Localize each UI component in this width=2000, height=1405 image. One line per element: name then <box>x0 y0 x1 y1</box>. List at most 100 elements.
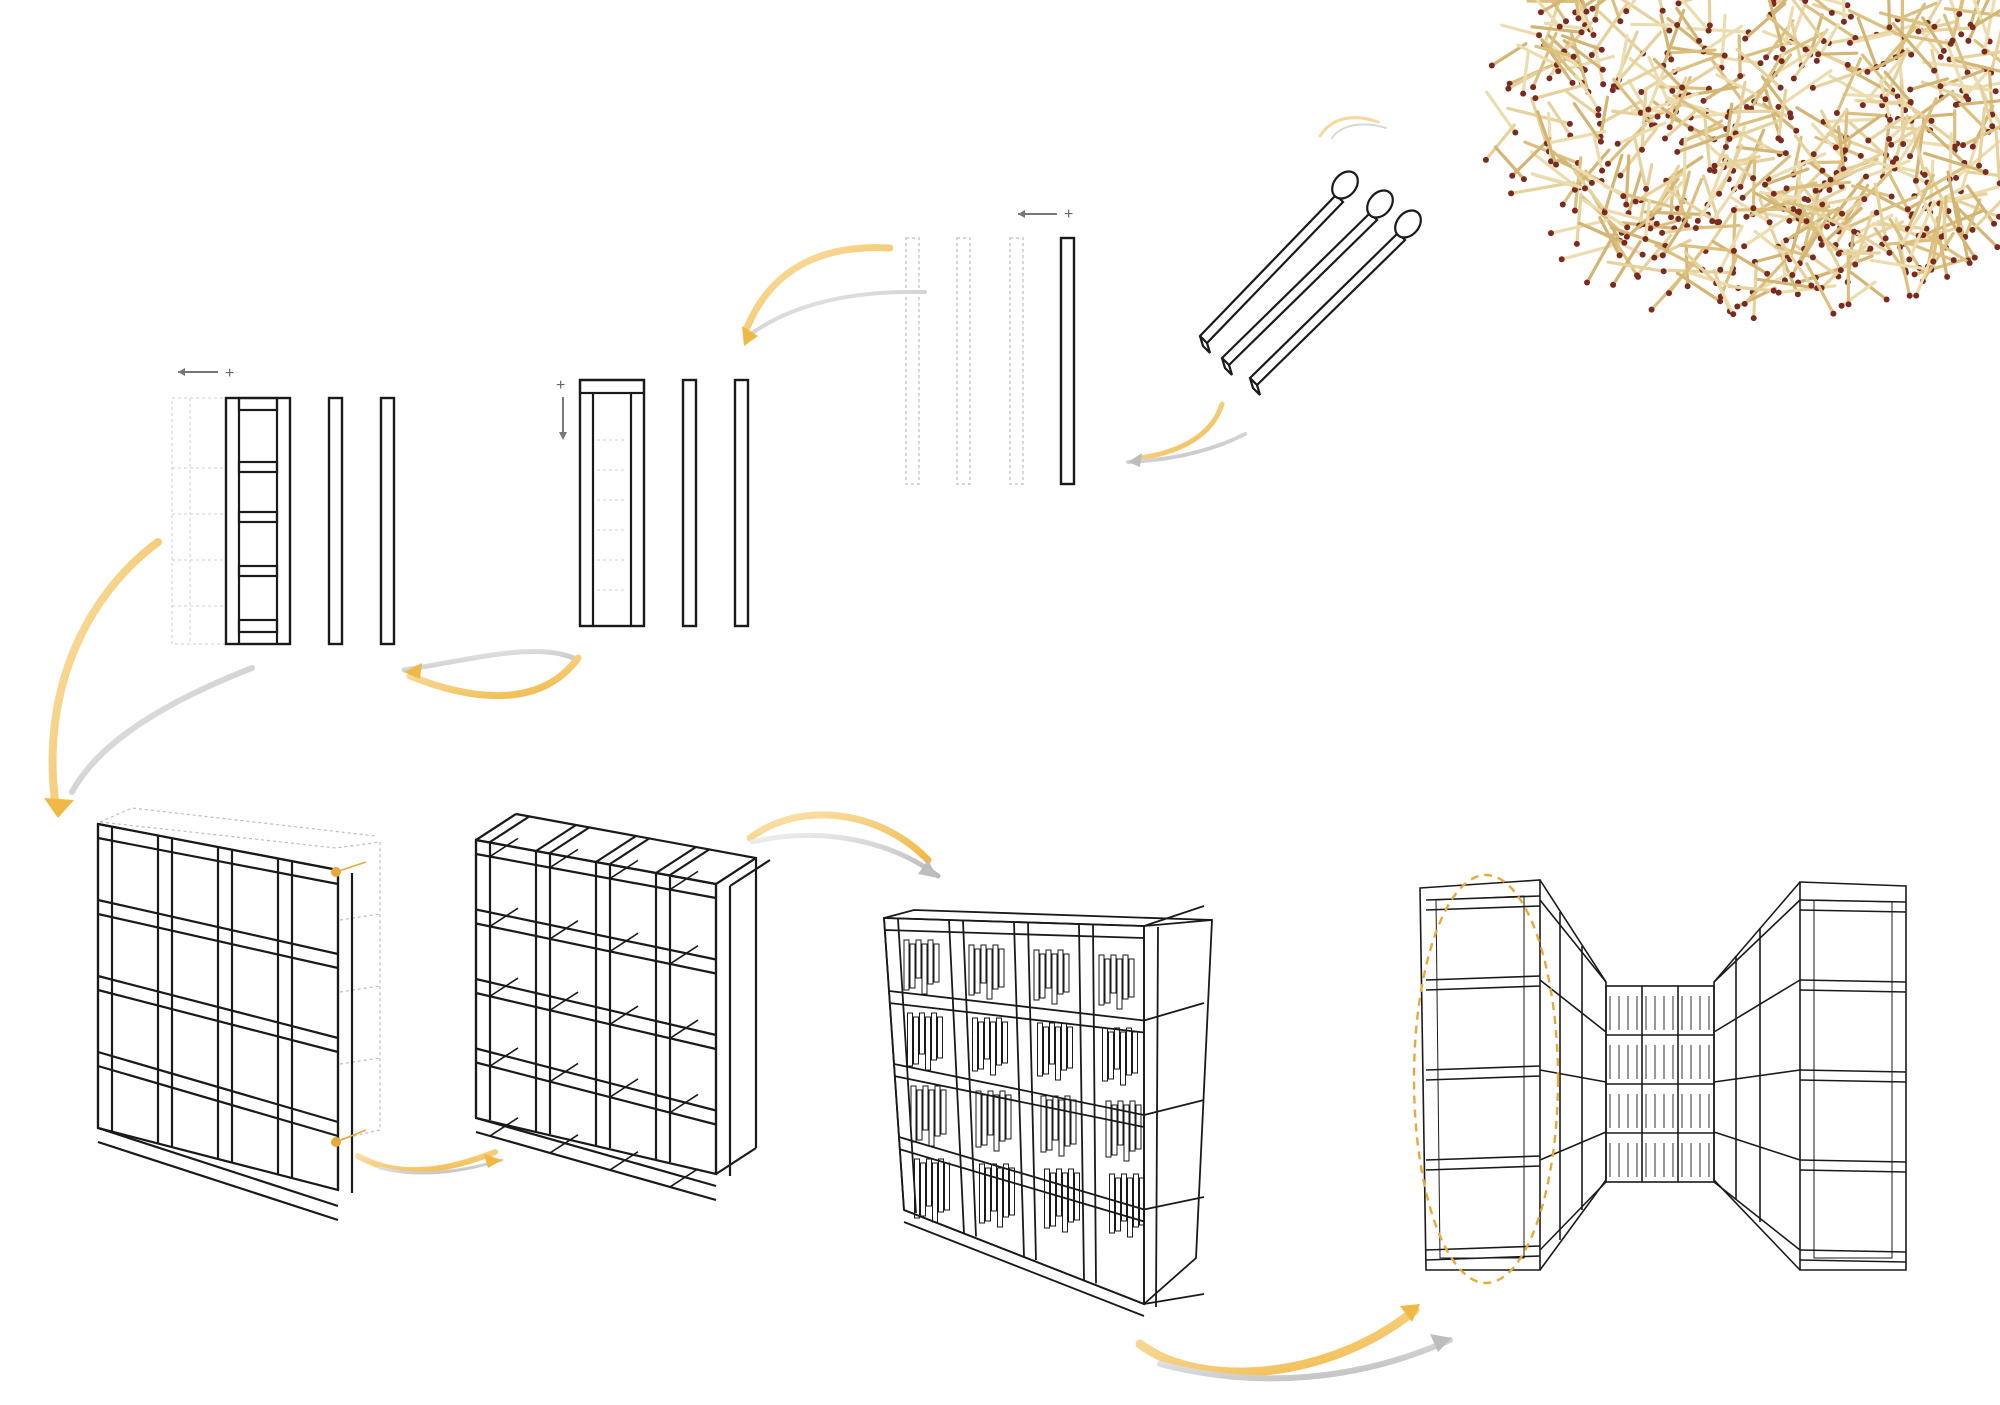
match-stick <box>1663 110 1697 141</box>
match-head <box>1675 0 1682 7</box>
match-stick <box>1536 110 1558 167</box>
match-stick <box>1766 152 1827 181</box>
match-head <box>1737 183 1744 190</box>
match-head <box>1537 9 1544 16</box>
match-head <box>1721 52 1728 59</box>
match-stick <box>1776 88 1788 140</box>
match-stick <box>1814 0 1834 15</box>
match-head <box>1937 53 1944 60</box>
match-head <box>1966 259 1973 266</box>
match-head <box>1637 109 1644 116</box>
dotted-back-frame <box>99 807 381 1141</box>
match-stick <box>1864 159 1911 179</box>
match-stick <box>1540 38 1575 85</box>
match-stick <box>1665 48 1717 55</box>
match-stick <box>1923 151 1988 174</box>
match-stick <box>1624 154 1631 207</box>
match-stick <box>1803 206 1856 234</box>
match-head <box>1911 271 1918 278</box>
match-stick <box>1672 93 1728 131</box>
match-stick <box>1950 58 2000 73</box>
match-head <box>1666 290 1673 297</box>
match-head <box>1823 223 1830 230</box>
corridor-shelves <box>1419 879 1907 1271</box>
match-head <box>1711 168 1718 175</box>
match-head <box>1620 193 1627 200</box>
match-head <box>1482 156 1489 163</box>
match-stick <box>1534 44 1576 59</box>
match-head <box>1711 162 1718 169</box>
match-stick <box>1891 21 1936 73</box>
match-head <box>1726 135 1733 142</box>
match-head <box>1705 27 1712 34</box>
match-stick <box>1875 195 1917 215</box>
move-down-indicator: + <box>556 377 567 440</box>
match-stick <box>1733 80 1747 135</box>
match-stick <box>1736 145 1788 155</box>
match-head <box>1912 177 1919 184</box>
match-head <box>1969 226 1976 233</box>
match-head <box>1801 195 1808 202</box>
match-head <box>1907 86 1914 93</box>
match-head <box>1610 281 1617 288</box>
match-head <box>1706 167 1713 174</box>
match-stick <box>1774 245 1815 259</box>
bookcase-frame <box>883 905 1213 1317</box>
match-stick <box>1735 47 1783 90</box>
match-stick <box>1941 81 1998 93</box>
match-stick <box>1737 34 1742 78</box>
match-head <box>1863 173 1870 180</box>
match-head <box>1581 185 1588 192</box>
match-head <box>1945 208 1952 215</box>
match-head <box>1505 85 1512 92</box>
match-stick <box>1533 84 1583 100</box>
match-stick <box>1971 9 2000 29</box>
match-stick <box>1521 51 1530 96</box>
match-stick <box>1966 170 2000 178</box>
match-stick <box>1842 92 1885 98</box>
match-stick <box>1931 200 1944 264</box>
match-stick <box>1598 216 1622 257</box>
match-stick <box>1574 74 1601 111</box>
match-head <box>1588 52 1595 59</box>
match-stick <box>1773 47 1816 76</box>
match-stick <box>1945 213 1977 260</box>
match-stick <box>1977 106 1987 168</box>
match-stick <box>1912 163 1969 198</box>
match-stick <box>1603 153 1624 214</box>
match-head <box>1937 83 1944 90</box>
match-head <box>1694 217 1701 224</box>
match-stick <box>1822 0 1850 7</box>
match-stick <box>1248 209 1422 396</box>
match-stick <box>1908 97 1938 158</box>
match-head <box>1757 60 1764 67</box>
match-head <box>1775 289 1782 296</box>
match-stick <box>1942 206 1948 250</box>
match-head <box>1886 116 1893 123</box>
match-stick <box>1606 260 1666 273</box>
match-head <box>1742 35 1749 42</box>
match-head <box>1674 21 1681 28</box>
match-stick <box>1624 193 1680 211</box>
match-head <box>1803 218 1810 225</box>
match-head <box>1888 193 1895 200</box>
match-head <box>1520 90 1527 97</box>
match-stick <box>1598 95 1610 139</box>
match-stick <box>1777 284 1837 295</box>
match-head <box>1654 113 1661 120</box>
match-stick <box>1694 223 1741 230</box>
match-stick <box>1776 69 1833 109</box>
match-stick <box>1640 86 1648 152</box>
match-head <box>1908 51 1915 58</box>
match-stick <box>1906 183 1952 211</box>
match-stick <box>1937 185 1999 206</box>
match-stick <box>1866 117 1903 143</box>
flow-arrow <box>1318 116 1387 139</box>
match-stick <box>1896 241 1912 298</box>
match-stick <box>1680 63 1720 90</box>
match-head <box>1660 268 1667 275</box>
match-stick <box>1484 90 1517 135</box>
match-stick <box>1549 218 1609 235</box>
match-stick <box>1784 180 1852 191</box>
match-stick <box>1860 53 1894 92</box>
